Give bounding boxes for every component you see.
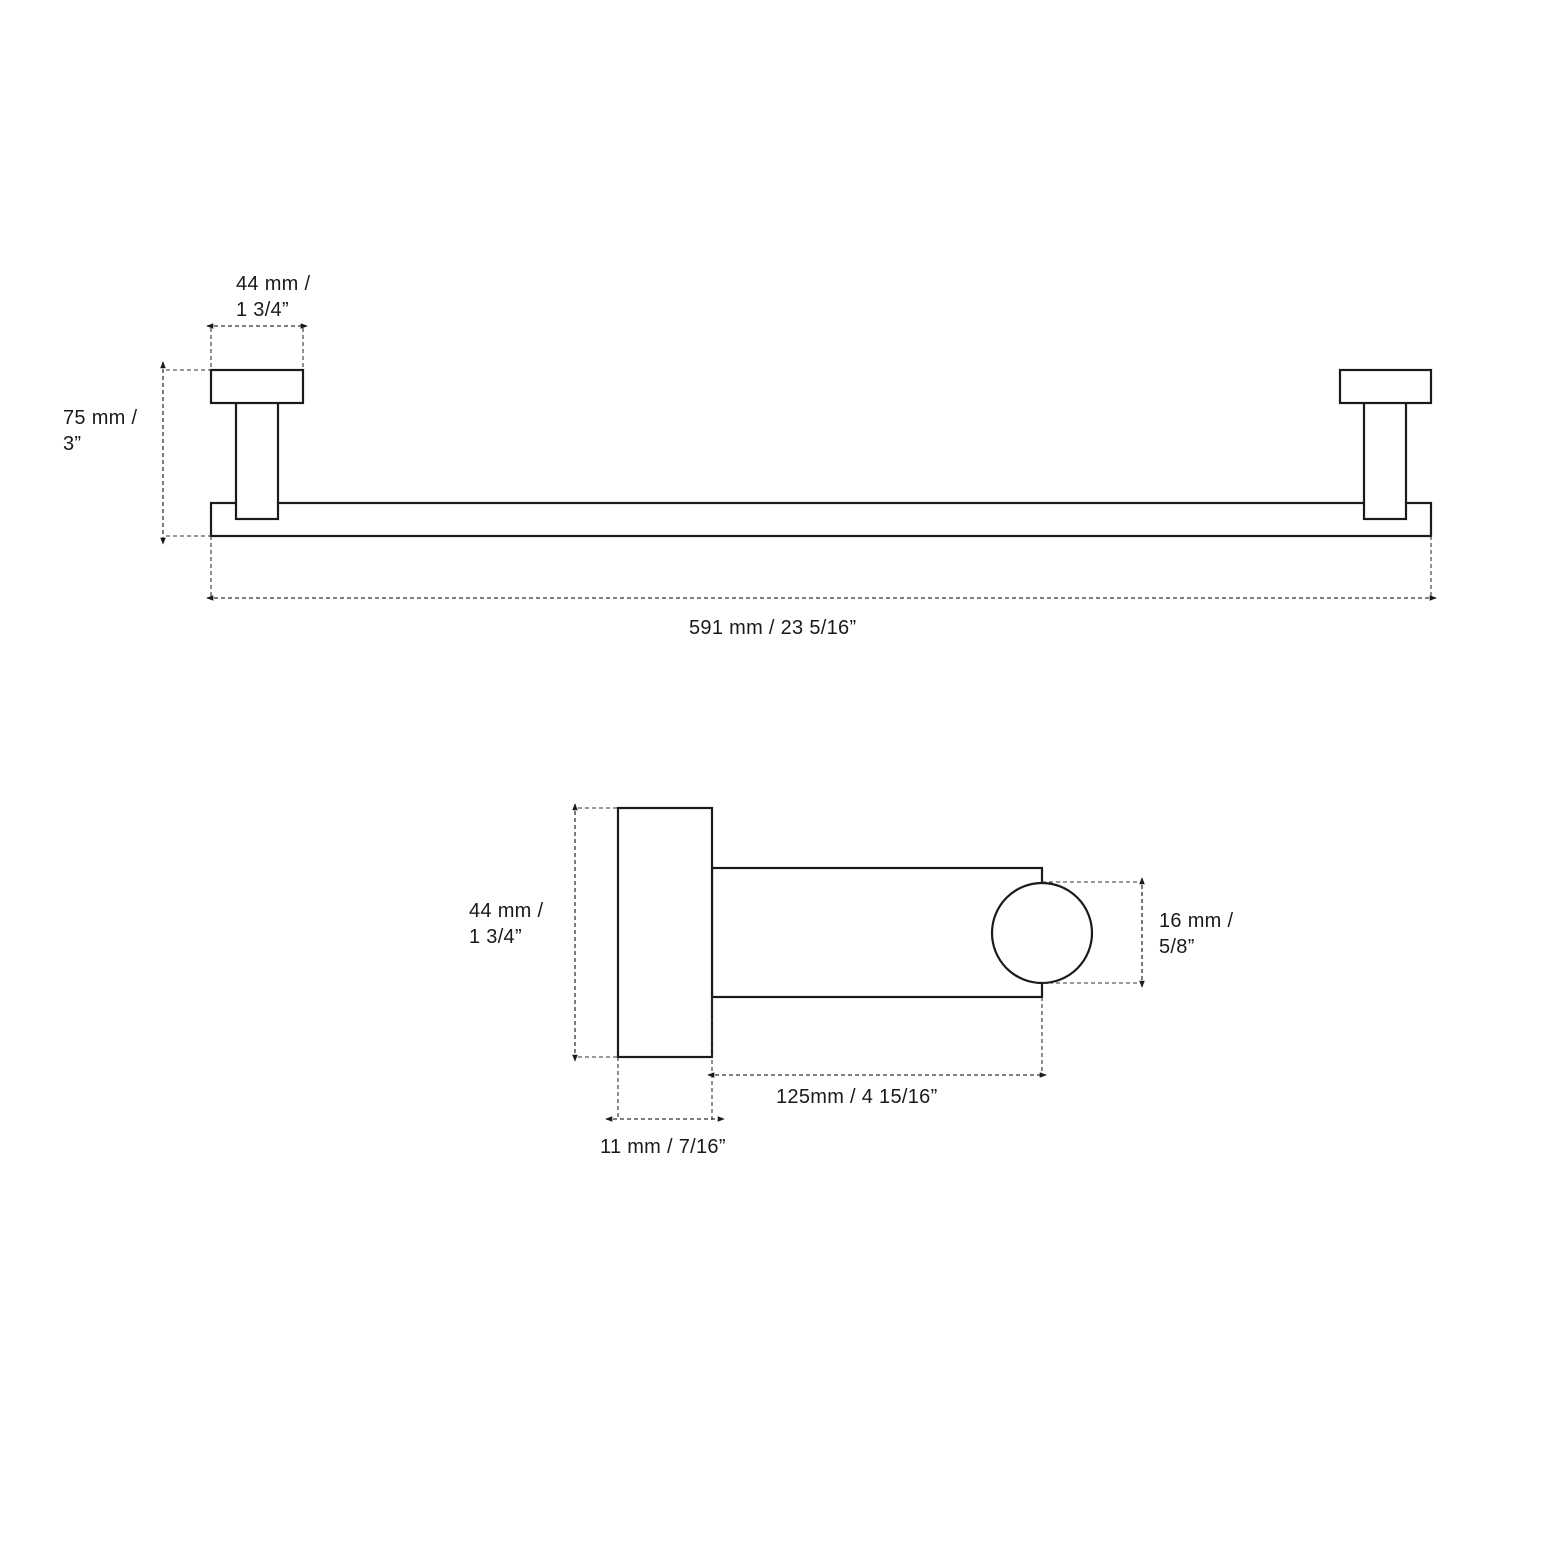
height-label-in: 3” bbox=[63, 433, 81, 455]
towel-bar bbox=[209, 501, 1433, 538]
left-mount-cap bbox=[209, 368, 305, 405]
right-post bbox=[1362, 400, 1408, 521]
plate-thickness-label: 11 mm / 7/16” bbox=[600, 1136, 726, 1158]
bar-diameter-label-mm: 16 mm / bbox=[1159, 910, 1233, 932]
bar-diameter-label-in: 5/8” bbox=[1159, 936, 1195, 958]
bracket-width-label-mm: 44 mm / bbox=[236, 273, 310, 295]
bracket-width-label-in: 1 3/4” bbox=[236, 299, 289, 321]
height-label-mm: 75 mm / bbox=[63, 407, 137, 429]
wall-plate bbox=[616, 806, 714, 1059]
length-label: 591 mm / 23 5/16” bbox=[689, 617, 856, 639]
side-view: 44 mm / 1 3/4” 16 mm / 5/8” 125mm / 4 15… bbox=[469, 803, 1233, 1158]
right-mount-cap bbox=[1338, 368, 1433, 405]
projection-label: 125mm / 4 15/16” bbox=[776, 1086, 938, 1108]
left-post bbox=[234, 400, 280, 521]
plate-height-label-in: 1 3/4” bbox=[469, 926, 522, 948]
plate-height-label-mm: 44 mm / bbox=[469, 900, 543, 922]
front-view: 44 mm / 1 3/4” 75 mm / 3” 591 mm / 23 5/… bbox=[63, 273, 1437, 639]
bar-cross-section bbox=[990, 881, 1094, 985]
